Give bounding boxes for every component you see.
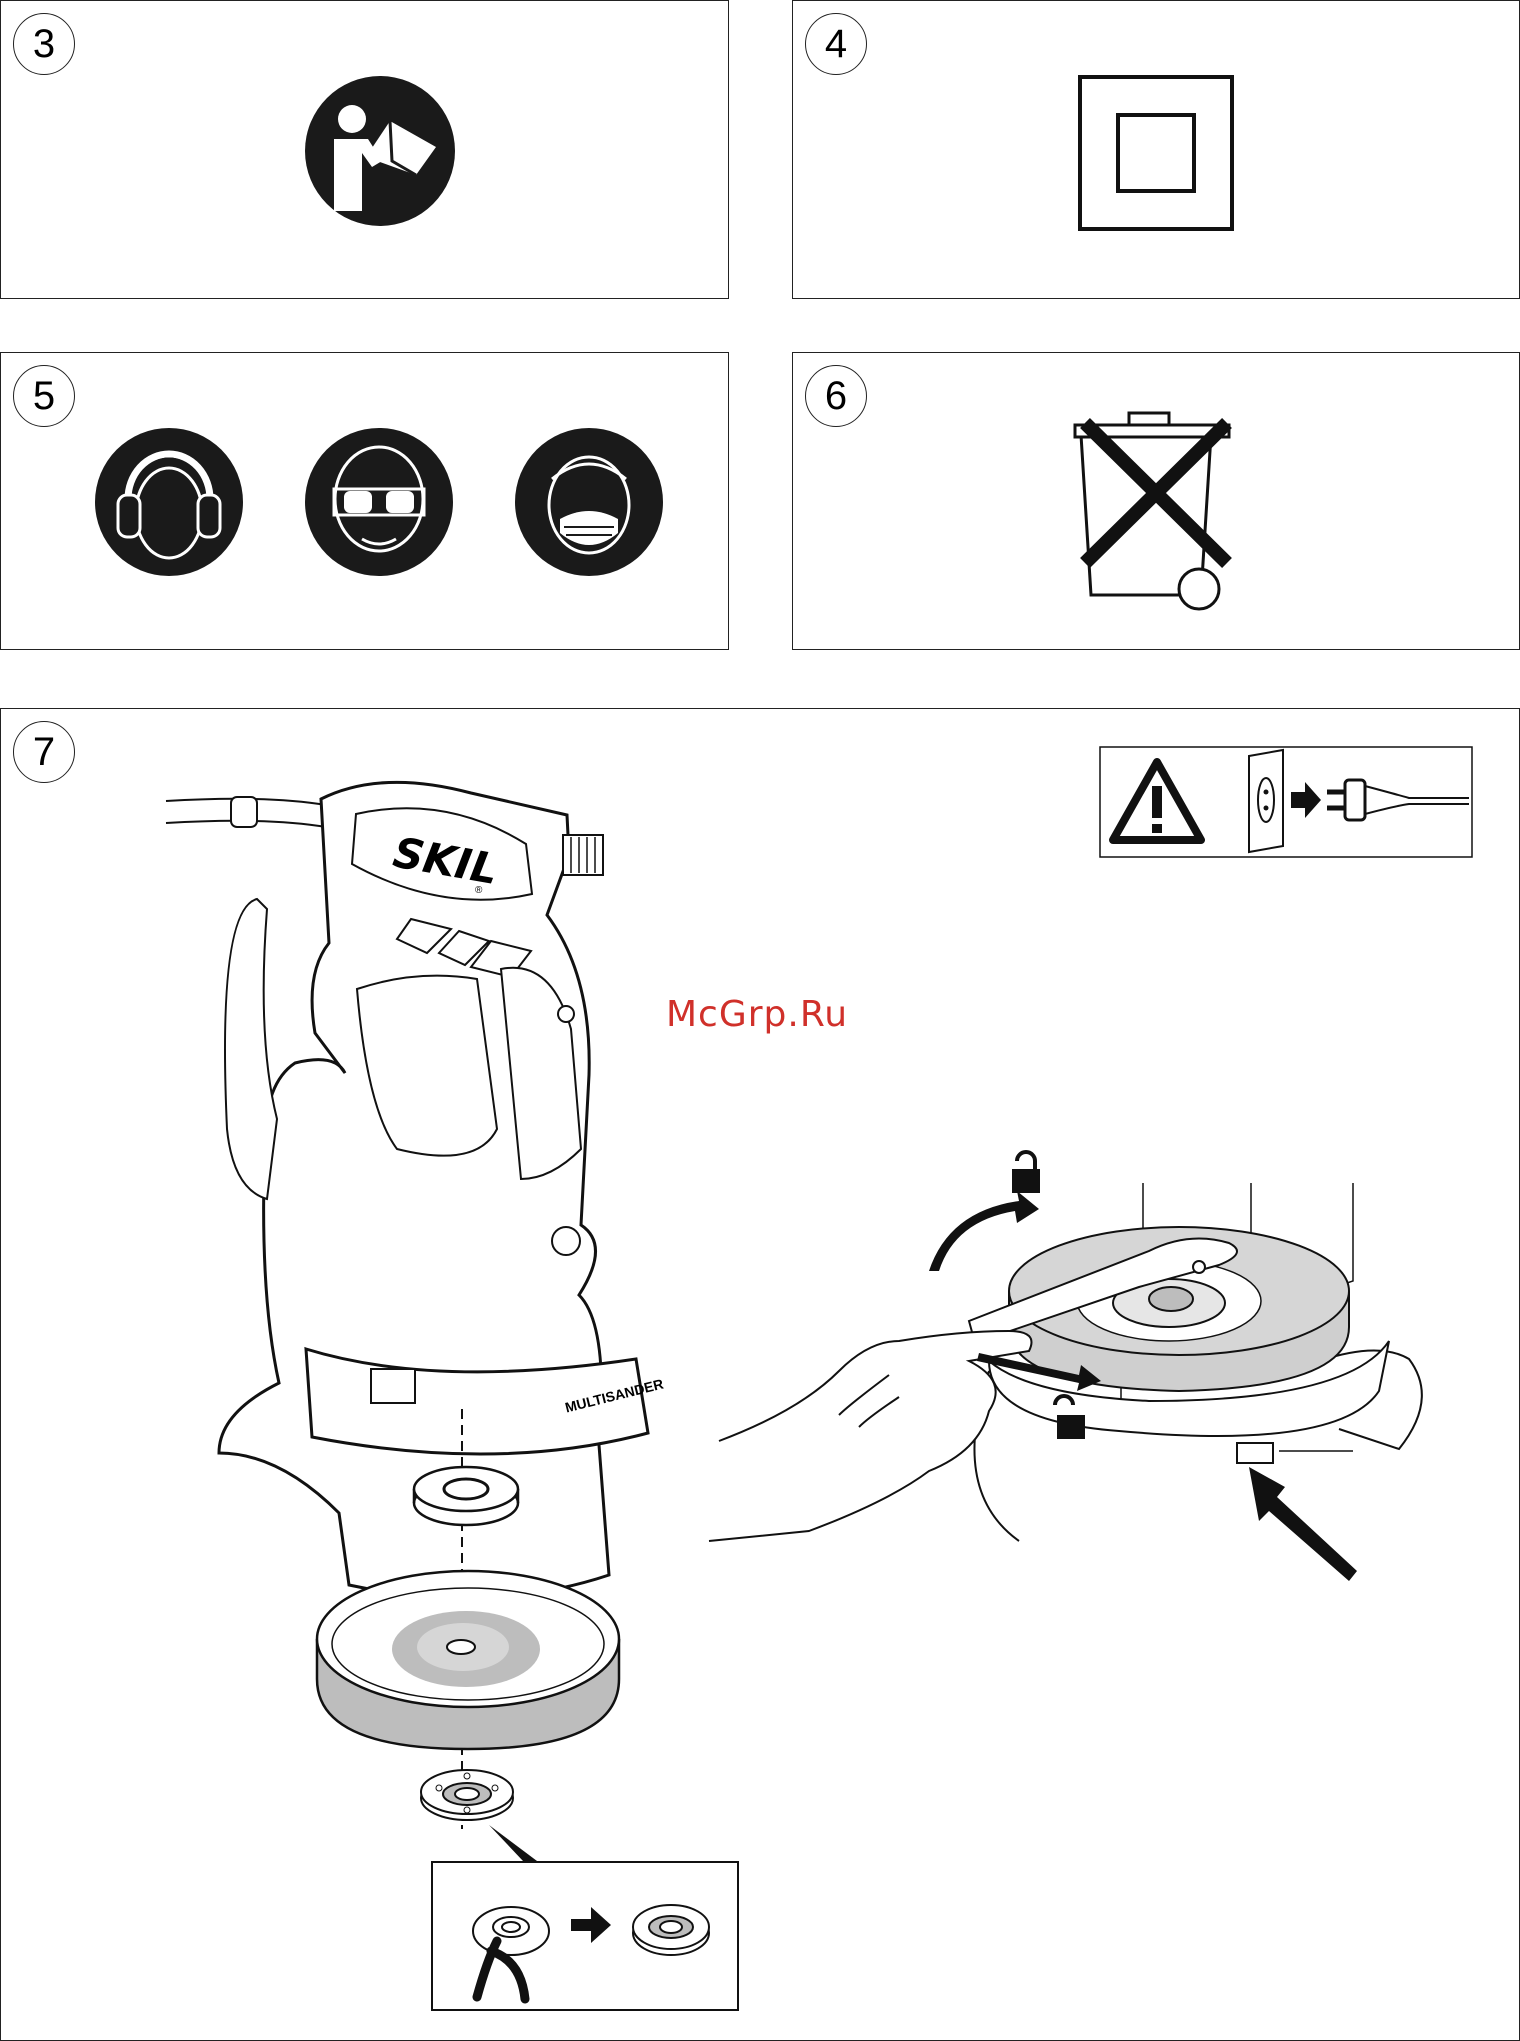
- lock-rotate-arrow: [929, 1191, 1039, 1271]
- step-number-4: 4: [805, 13, 867, 75]
- panel-7: 7 SKIL ®: [0, 708, 1520, 2041]
- wrench-assembly-illustration: [719, 1161, 1449, 1621]
- sanding-pad: [313, 1549, 623, 1759]
- watermark: McGrp.Ru: [666, 994, 848, 1035]
- panel-3: 3: [0, 0, 729, 299]
- ear-protection-icon: [94, 427, 244, 577]
- panel-5: 5: [0, 352, 729, 650]
- arrow-right-icon: [569, 1905, 613, 1945]
- crossed-bin-icon: [1071, 395, 1241, 615]
- flange-nut: [411, 1459, 521, 1529]
- read-manual-icon: [304, 75, 456, 227]
- flange-orientation-inset: [431, 1861, 739, 2011]
- flange-correct-icon: [629, 1897, 715, 1961]
- panel-4: 4: [792, 0, 1520, 299]
- step-number-7: 7: [13, 721, 75, 783]
- brand-registered-mark: ®: [475, 885, 483, 896]
- socket-icon: [1249, 750, 1283, 852]
- panel-6: 6: [792, 352, 1520, 650]
- eye-protection-icon: [304, 427, 454, 577]
- step-number-6: 6: [805, 365, 867, 427]
- double-insulation-icon: [1078, 75, 1234, 231]
- step-number-5: 5: [13, 365, 75, 427]
- flange-wrong-icon: [469, 1901, 555, 2001]
- step-number-3: 3: [13, 13, 75, 75]
- unplug-warning-box: [1099, 746, 1473, 858]
- dust-mask-icon: [514, 427, 664, 577]
- spindle-lock-arrow: [1249, 1467, 1357, 1581]
- bottom-flange: [419, 1764, 515, 1826]
- lock-closed-icon: [1012, 1152, 1040, 1193]
